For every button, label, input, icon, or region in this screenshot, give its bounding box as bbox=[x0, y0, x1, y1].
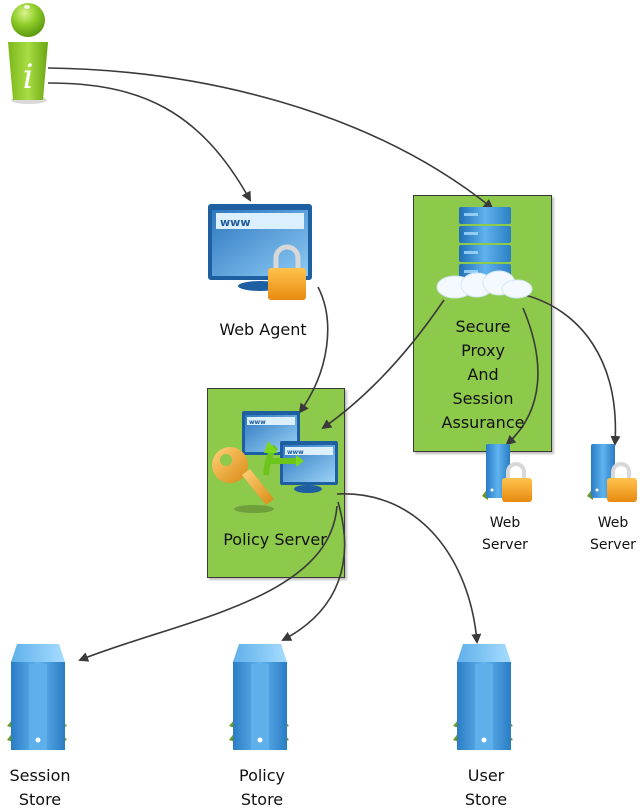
browser-url-text: www bbox=[220, 216, 251, 229]
database-server-icon bbox=[7, 644, 67, 750]
secure-proxy-label: Secure Proxy And Session Assurance bbox=[413, 315, 553, 435]
user-store-label-line-2: Store bbox=[464, 790, 508, 809]
web-server-1-label: Web Server bbox=[470, 512, 540, 556]
svg-text:i: i bbox=[23, 57, 34, 97]
key-browsers-icon: www www bbox=[212, 411, 338, 513]
policy-server-label: Policy Server bbox=[223, 530, 327, 549]
secure-proxy-label-line-2: Proxy bbox=[461, 341, 505, 360]
policy-store-label-line-2: Store bbox=[240, 790, 284, 809]
server-lock-icon bbox=[587, 444, 637, 502]
web-server-1-label-line-2: Server bbox=[482, 537, 528, 553]
web-server-2-label-line-2: Server bbox=[590, 537, 636, 553]
secure-proxy-label-line-1: Secure bbox=[455, 317, 511, 336]
user-info-icon: i bbox=[8, 3, 48, 104]
web-server-2-label-line-1: Web bbox=[597, 515, 629, 531]
edge-secure-proxy-to-policy-server bbox=[321, 299, 445, 430]
edge-policy-server-to-user-store bbox=[336, 493, 482, 644]
user-store-label-line-1: User bbox=[467, 766, 505, 785]
edge-user-to-secure-proxy bbox=[47, 67, 494, 210]
edge-web-agent-to-policy-server bbox=[298, 286, 329, 414]
server-lock-icon bbox=[482, 444, 532, 502]
policy-store-label-line-1: Policy bbox=[238, 766, 286, 785]
session-store-label-line-2: Store bbox=[18, 790, 62, 809]
edge-secure-proxy-to-web-server-1 bbox=[505, 307, 539, 446]
database-server-icon bbox=[453, 644, 513, 750]
user-store-label: User Store bbox=[446, 764, 526, 812]
secure-proxy-label-line-5: Assurance bbox=[441, 413, 525, 432]
edge-user-to-web-agent bbox=[47, 82, 251, 202]
secure-proxy-label-line-4: Session bbox=[452, 389, 514, 408]
session-store-label: Session Store bbox=[0, 764, 80, 812]
browser-lock-icon: www bbox=[208, 204, 312, 300]
web-server-1-label-line-1: Web bbox=[489, 515, 521, 531]
policy-store-label: Policy Store bbox=[222, 764, 302, 812]
web-agent-label: Web Agent bbox=[219, 320, 307, 339]
browser-url-text-1: www bbox=[249, 419, 266, 426]
cloud-server-icon bbox=[436, 207, 533, 299]
web-server-2-label: Web Server bbox=[578, 512, 643, 556]
session-store-label-line-1: Session bbox=[9, 766, 71, 785]
secure-proxy-label-line-3: And bbox=[467, 365, 499, 384]
edge-policy-server-to-session-store bbox=[78, 505, 338, 662]
browser-url-text-2: www bbox=[287, 449, 304, 456]
edge-policy-server-to-policy-store bbox=[281, 501, 346, 641]
edge-secure-proxy-to-web-server-2 bbox=[524, 294, 621, 446]
database-server-icon bbox=[229, 644, 289, 750]
